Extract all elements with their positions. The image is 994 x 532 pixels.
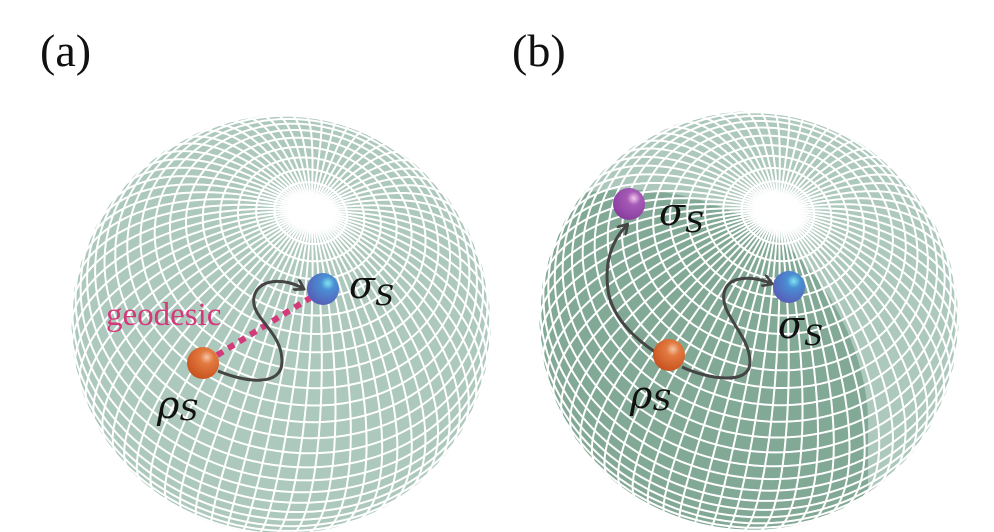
- sigma-purple-state-point: [613, 188, 645, 220]
- sigma-purple-label: σS: [659, 190, 704, 239]
- sigma-blue-state-point: [773, 271, 805, 303]
- geodesic-label: geodesic: [106, 297, 221, 333]
- panel-a: (a) geodesic ρS σS: [40, 25, 493, 532]
- sigma-label: σS: [349, 263, 394, 312]
- evolution-path-to-blue: [681, 278, 770, 380]
- evolution-path: [217, 281, 302, 382]
- rho-state-point: [187, 347, 219, 379]
- sphere-grid: [538, 110, 960, 532]
- rho-label: ρS: [629, 373, 672, 417]
- panel-label-a: (a): [40, 25, 91, 76]
- bloch-sphere-b: [537, 109, 961, 532]
- sphere-outline: [537, 109, 961, 532]
- sphere-grid: [70, 114, 492, 532]
- sphere-outline: [69, 113, 493, 532]
- panel-b: (b) ρS σS σS: [512, 25, 961, 532]
- rho-label: ρS: [156, 383, 199, 427]
- sigma-blue-label: σS: [778, 303, 823, 352]
- sigma-state-point: [307, 273, 339, 305]
- bloch-sphere-a: [69, 113, 493, 532]
- evolution-path-to-purple: [605, 226, 664, 359]
- panel-label-b: (b): [512, 25, 566, 76]
- rho-state-point: [653, 339, 685, 371]
